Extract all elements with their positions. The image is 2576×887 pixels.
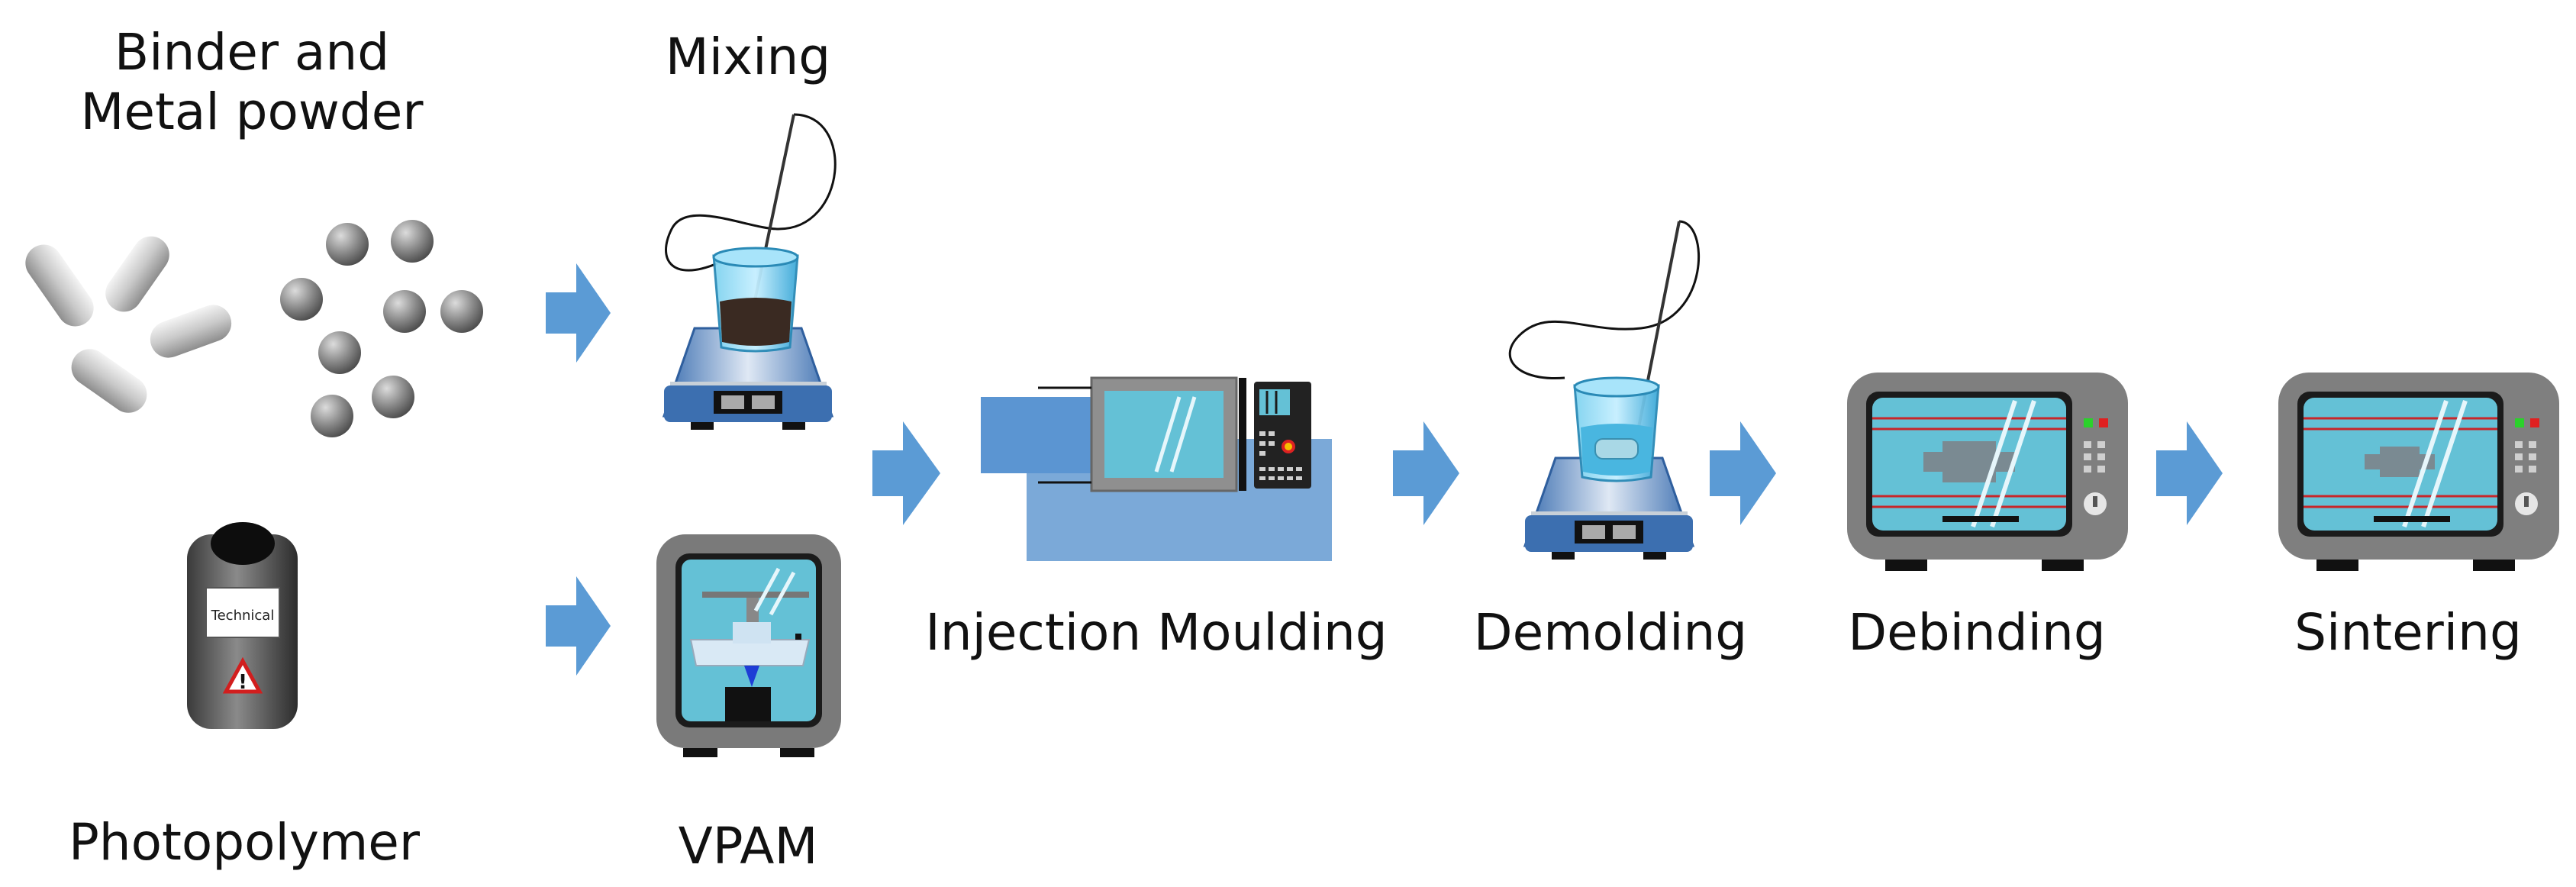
demolding-label: Demolding xyxy=(1473,603,1748,662)
mixing-stirrer xyxy=(662,113,837,430)
demolding-stirrer xyxy=(1508,220,1701,560)
mixing-label: Mixing xyxy=(665,27,831,86)
arrow-to-sintering xyxy=(2156,421,2223,525)
binder-metal-powder-label: Binder and Metal powder xyxy=(61,23,443,142)
arrow-to-demolding xyxy=(1393,421,1459,525)
binder-label-line1: Binder and xyxy=(114,23,390,82)
binder-capsules xyxy=(25,236,232,413)
debinding-oven xyxy=(1847,373,2128,571)
process-arrows xyxy=(546,263,2223,676)
arrow-powder-to-mixing xyxy=(546,263,611,363)
injection-moulding-label: Injection Moulding xyxy=(925,603,1388,662)
vpam-label: VPAM xyxy=(678,817,818,876)
vpam-printer xyxy=(656,534,841,757)
arrow-to-debinding xyxy=(1710,421,1776,525)
metal-powder-spheres xyxy=(280,220,483,437)
sintering-label: Sintering xyxy=(2294,603,2522,662)
injection-moulding-machine xyxy=(981,376,1332,561)
warning-icon: ! xyxy=(238,671,247,694)
bottle-tag-text: Technical xyxy=(211,608,275,624)
arrow-photopolymer-to-vpam xyxy=(546,576,611,676)
sintering-oven xyxy=(2278,373,2559,571)
photopolymer-label: Photopolymer xyxy=(69,813,420,872)
photopolymer-bottle: Technical ! xyxy=(187,522,298,729)
debinding-label: Debinding xyxy=(1848,603,2106,662)
binder-label-line2: Metal powder xyxy=(80,82,424,141)
arrow-to-injection xyxy=(872,421,940,525)
